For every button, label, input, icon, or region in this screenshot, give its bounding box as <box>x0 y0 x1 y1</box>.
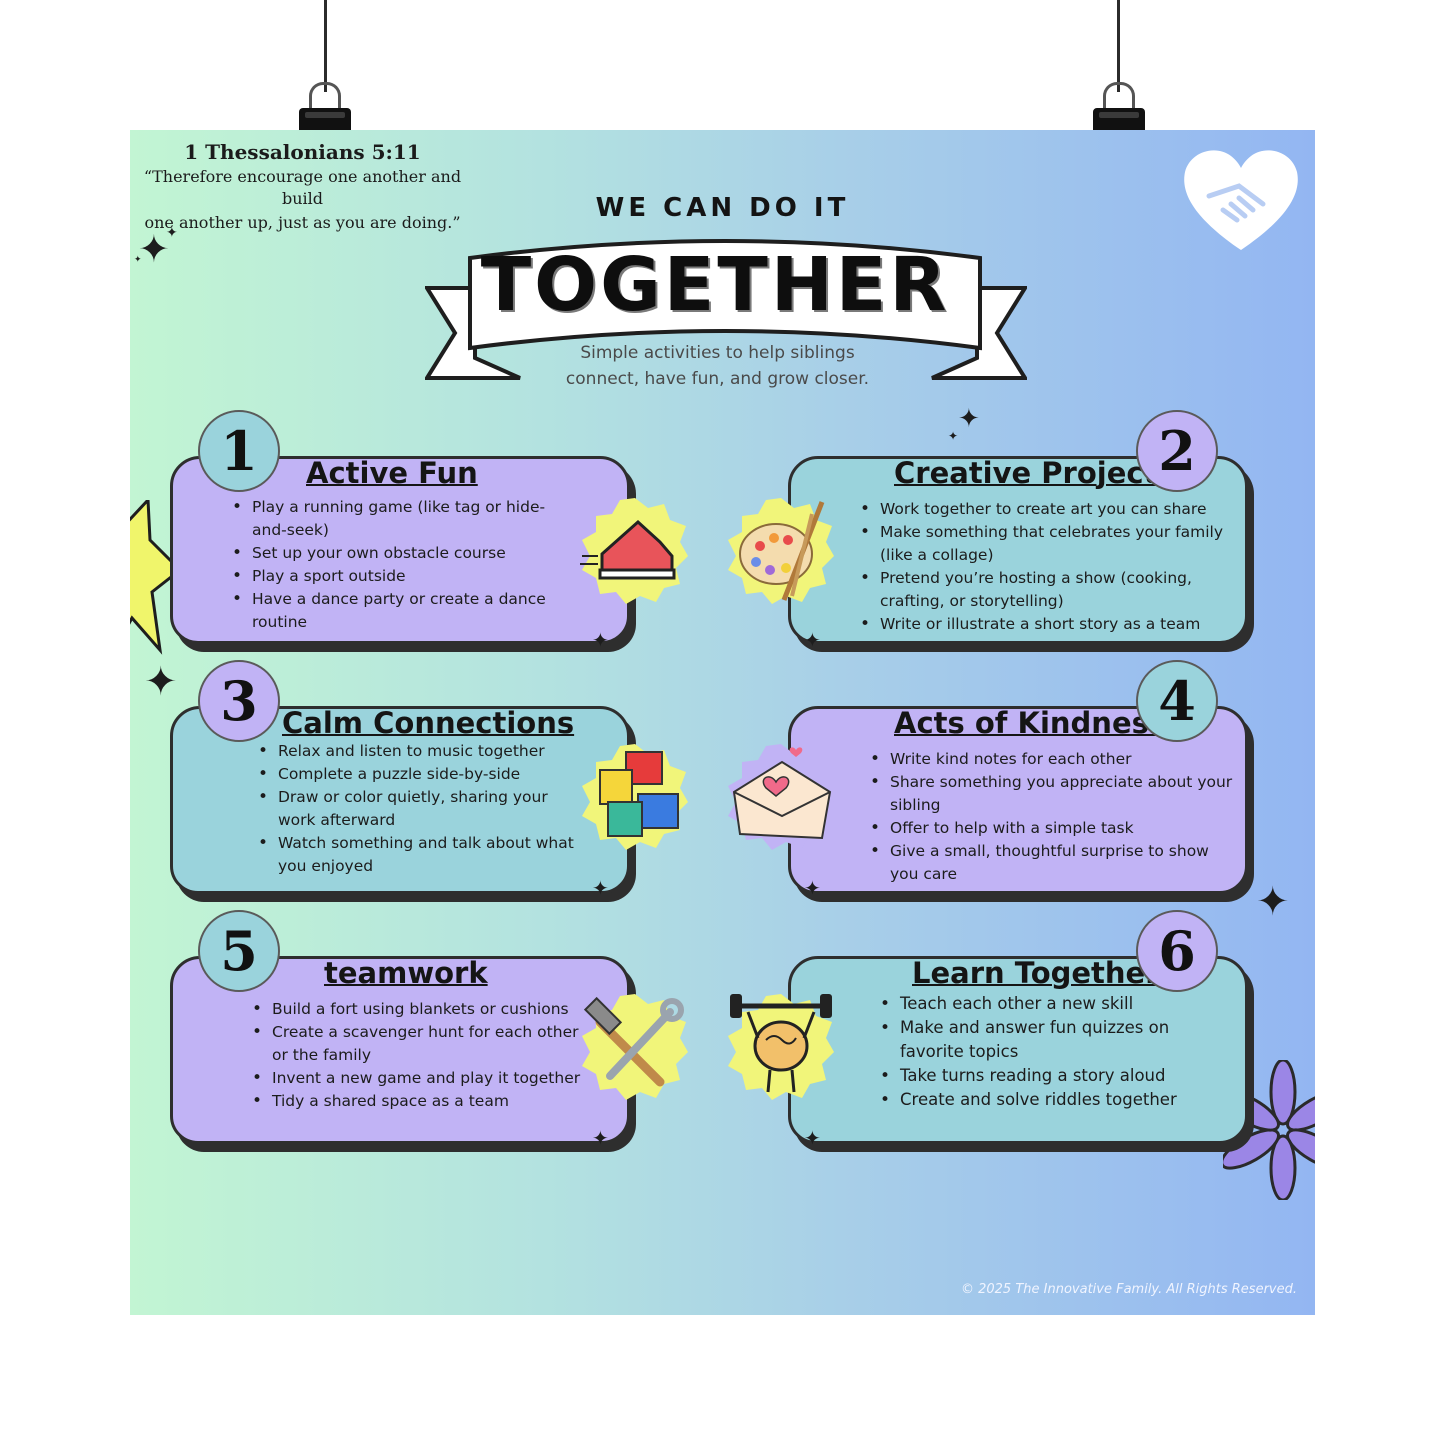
list-item: Write or illustrate a short story as a t… <box>856 613 1236 636</box>
list-item: Teach each other a new skill <box>876 992 1236 1016</box>
subtitle: Simple activities to help siblings conne… <box>130 340 1305 392</box>
list-item: Take turns reading a story aloud <box>876 1064 1236 1088</box>
activity-card-creative-projects: Creative Projects Work together to creat… <box>788 456 1254 652</box>
verse-text-line: one another up, just as you are doing.” <box>144 213 461 232</box>
card-number-badge: 5 <box>198 910 280 992</box>
list-item: Offer to help with a simple task <box>866 817 1236 840</box>
sparkle-icon: ✦ <box>804 628 821 652</box>
ribbon-banner <box>425 239 1027 380</box>
sparkle-icon: ✦ <box>592 876 609 900</box>
card-number-badge: 3 <box>198 660 280 742</box>
list-item: Play a sport outside <box>228 565 558 588</box>
activity-list: Build a fort using blankets or cushions … <box>248 998 590 1113</box>
hammer-wrench-icon <box>582 994 688 1100</box>
list-item: Complete a puzzle side-by-side <box>254 763 584 786</box>
activity-list: Relax and listen to music together Compl… <box>254 740 584 878</box>
list-item: Tidy a shared space as a team <box>248 1090 590 1113</box>
activity-list: Write kind notes for each other Share so… <box>866 748 1236 886</box>
activity-list: Teach each other a new skill Make and an… <box>876 992 1236 1112</box>
activity-card-acts-of-kindness: Acts of Kindness Write kind notes for ea… <box>788 706 1254 902</box>
list-item: Give a small, thoughtful surprise to sho… <box>866 840 1236 886</box>
list-item: Work together to create art you can shar… <box>856 498 1236 521</box>
page-title: TOGETHER <box>480 242 950 328</box>
sparkle-icon: ✦ <box>166 225 178 241</box>
list-item: Play a running game (like tag or hide-an… <box>228 496 558 542</box>
activity-card-teamwork: teamwork Build a fort using blankets or … <box>170 956 636 1152</box>
sparkle-icon: ✦ <box>138 227 170 271</box>
sparkle-icon: ✦ <box>144 659 178 705</box>
sneaker-icon <box>580 498 688 604</box>
list-item: Relax and listen to music together <box>254 740 584 763</box>
hanging-wire-left <box>324 0 327 92</box>
brain-barbell-icon <box>728 994 834 1100</box>
starburst-decoration <box>130 500 183 655</box>
list-item: Make and answer fun quizzes on favorite … <box>876 1016 1236 1064</box>
list-item: Set up your own obstacle course <box>228 542 558 565</box>
activity-list: Play a running game (like tag or hide-an… <box>228 496 558 634</box>
sparkle-icon: ✦ <box>948 429 959 443</box>
list-item: Build a fort using blankets or cushions <box>248 998 590 1021</box>
activity-list: Work together to create art you can shar… <box>856 498 1236 636</box>
card-title: Creative Projects <box>894 456 1175 490</box>
activity-card-learn-together: Learn Together Teach each other a new sk… <box>788 956 1254 1152</box>
bible-verse: 1 Thessalonians 5:11 “Therefore encourag… <box>130 140 475 234</box>
verse-text-line: “Therefore encourage one another and bui… <box>143 167 462 208</box>
kicker-text: WE CAN DO IT <box>595 193 850 223</box>
sparkle-icon: ✦ <box>1256 879 1290 925</box>
sparkle-icon: ✦ <box>804 1126 821 1150</box>
list-item: Create and solve riddles together <box>876 1088 1236 1112</box>
copyright-notice: © 2025 The Innovative Family. All Rights… <box>960 1282 1297 1297</box>
list-item: Draw or color quietly, sharing your work… <box>254 786 584 832</box>
card-number-badge: 4 <box>1136 660 1218 742</box>
sparkle-icon: ✦ <box>804 876 821 900</box>
card-number-badge: 1 <box>198 410 280 492</box>
hanging-wire-right <box>1117 0 1120 92</box>
heart-handshake-icon <box>1184 150 1298 250</box>
sparkle-icon: ✦ <box>592 1126 609 1150</box>
card-number-badge: 2 <box>1136 410 1218 492</box>
activity-card-active-fun: Active Fun Play a running game (like tag… <box>170 456 636 652</box>
subtitle-line: Simple activities to help siblings <box>580 343 855 363</box>
list-item: Create a scavenger hunt for each other o… <box>248 1021 590 1067</box>
card-number-badge: 6 <box>1136 910 1218 992</box>
puzzle-icon <box>582 744 688 850</box>
activity-card-calm-connections: Calm Connections Relax and listen to mus… <box>170 706 636 902</box>
sparkle-icon: ✦ <box>958 404 980 434</box>
poster: ✦ ✦ ✦ ✦ ✦ ✦ ✦ 1 Thessalonians 5:11 “Ther… <box>130 130 1315 1315</box>
list-item: Watch something and talk about what you … <box>254 832 584 878</box>
subtitle-line: connect, have fun, and grow closer. <box>565 369 870 389</box>
list-item: Make something that celebrates your fami… <box>856 521 1236 567</box>
list-item: Have a dance party or create a dance rou… <box>228 588 558 634</box>
card-title: Learn Together <box>912 956 1160 990</box>
love-letter-icon <box>728 744 834 850</box>
sparkle-icon: ✦ <box>134 255 142 265</box>
card-title: Active Fun <box>306 456 478 490</box>
list-item: Write kind notes for each other <box>866 748 1236 771</box>
paint-palette-icon <box>728 498 834 604</box>
list-item: Pretend you’re hosting a show (cooking, … <box>856 567 1236 613</box>
list-item: Share something you appreciate about you… <box>866 771 1236 817</box>
verse-reference: 1 Thessalonians 5:11 <box>184 140 421 164</box>
sparkle-icon: ✦ <box>592 628 609 652</box>
card-title: Acts of Kindness <box>894 706 1167 740</box>
card-title: Calm Connections <box>282 706 575 740</box>
card-title: teamwork <box>324 956 488 990</box>
list-item: Invent a new game and play it together <box>248 1067 590 1090</box>
